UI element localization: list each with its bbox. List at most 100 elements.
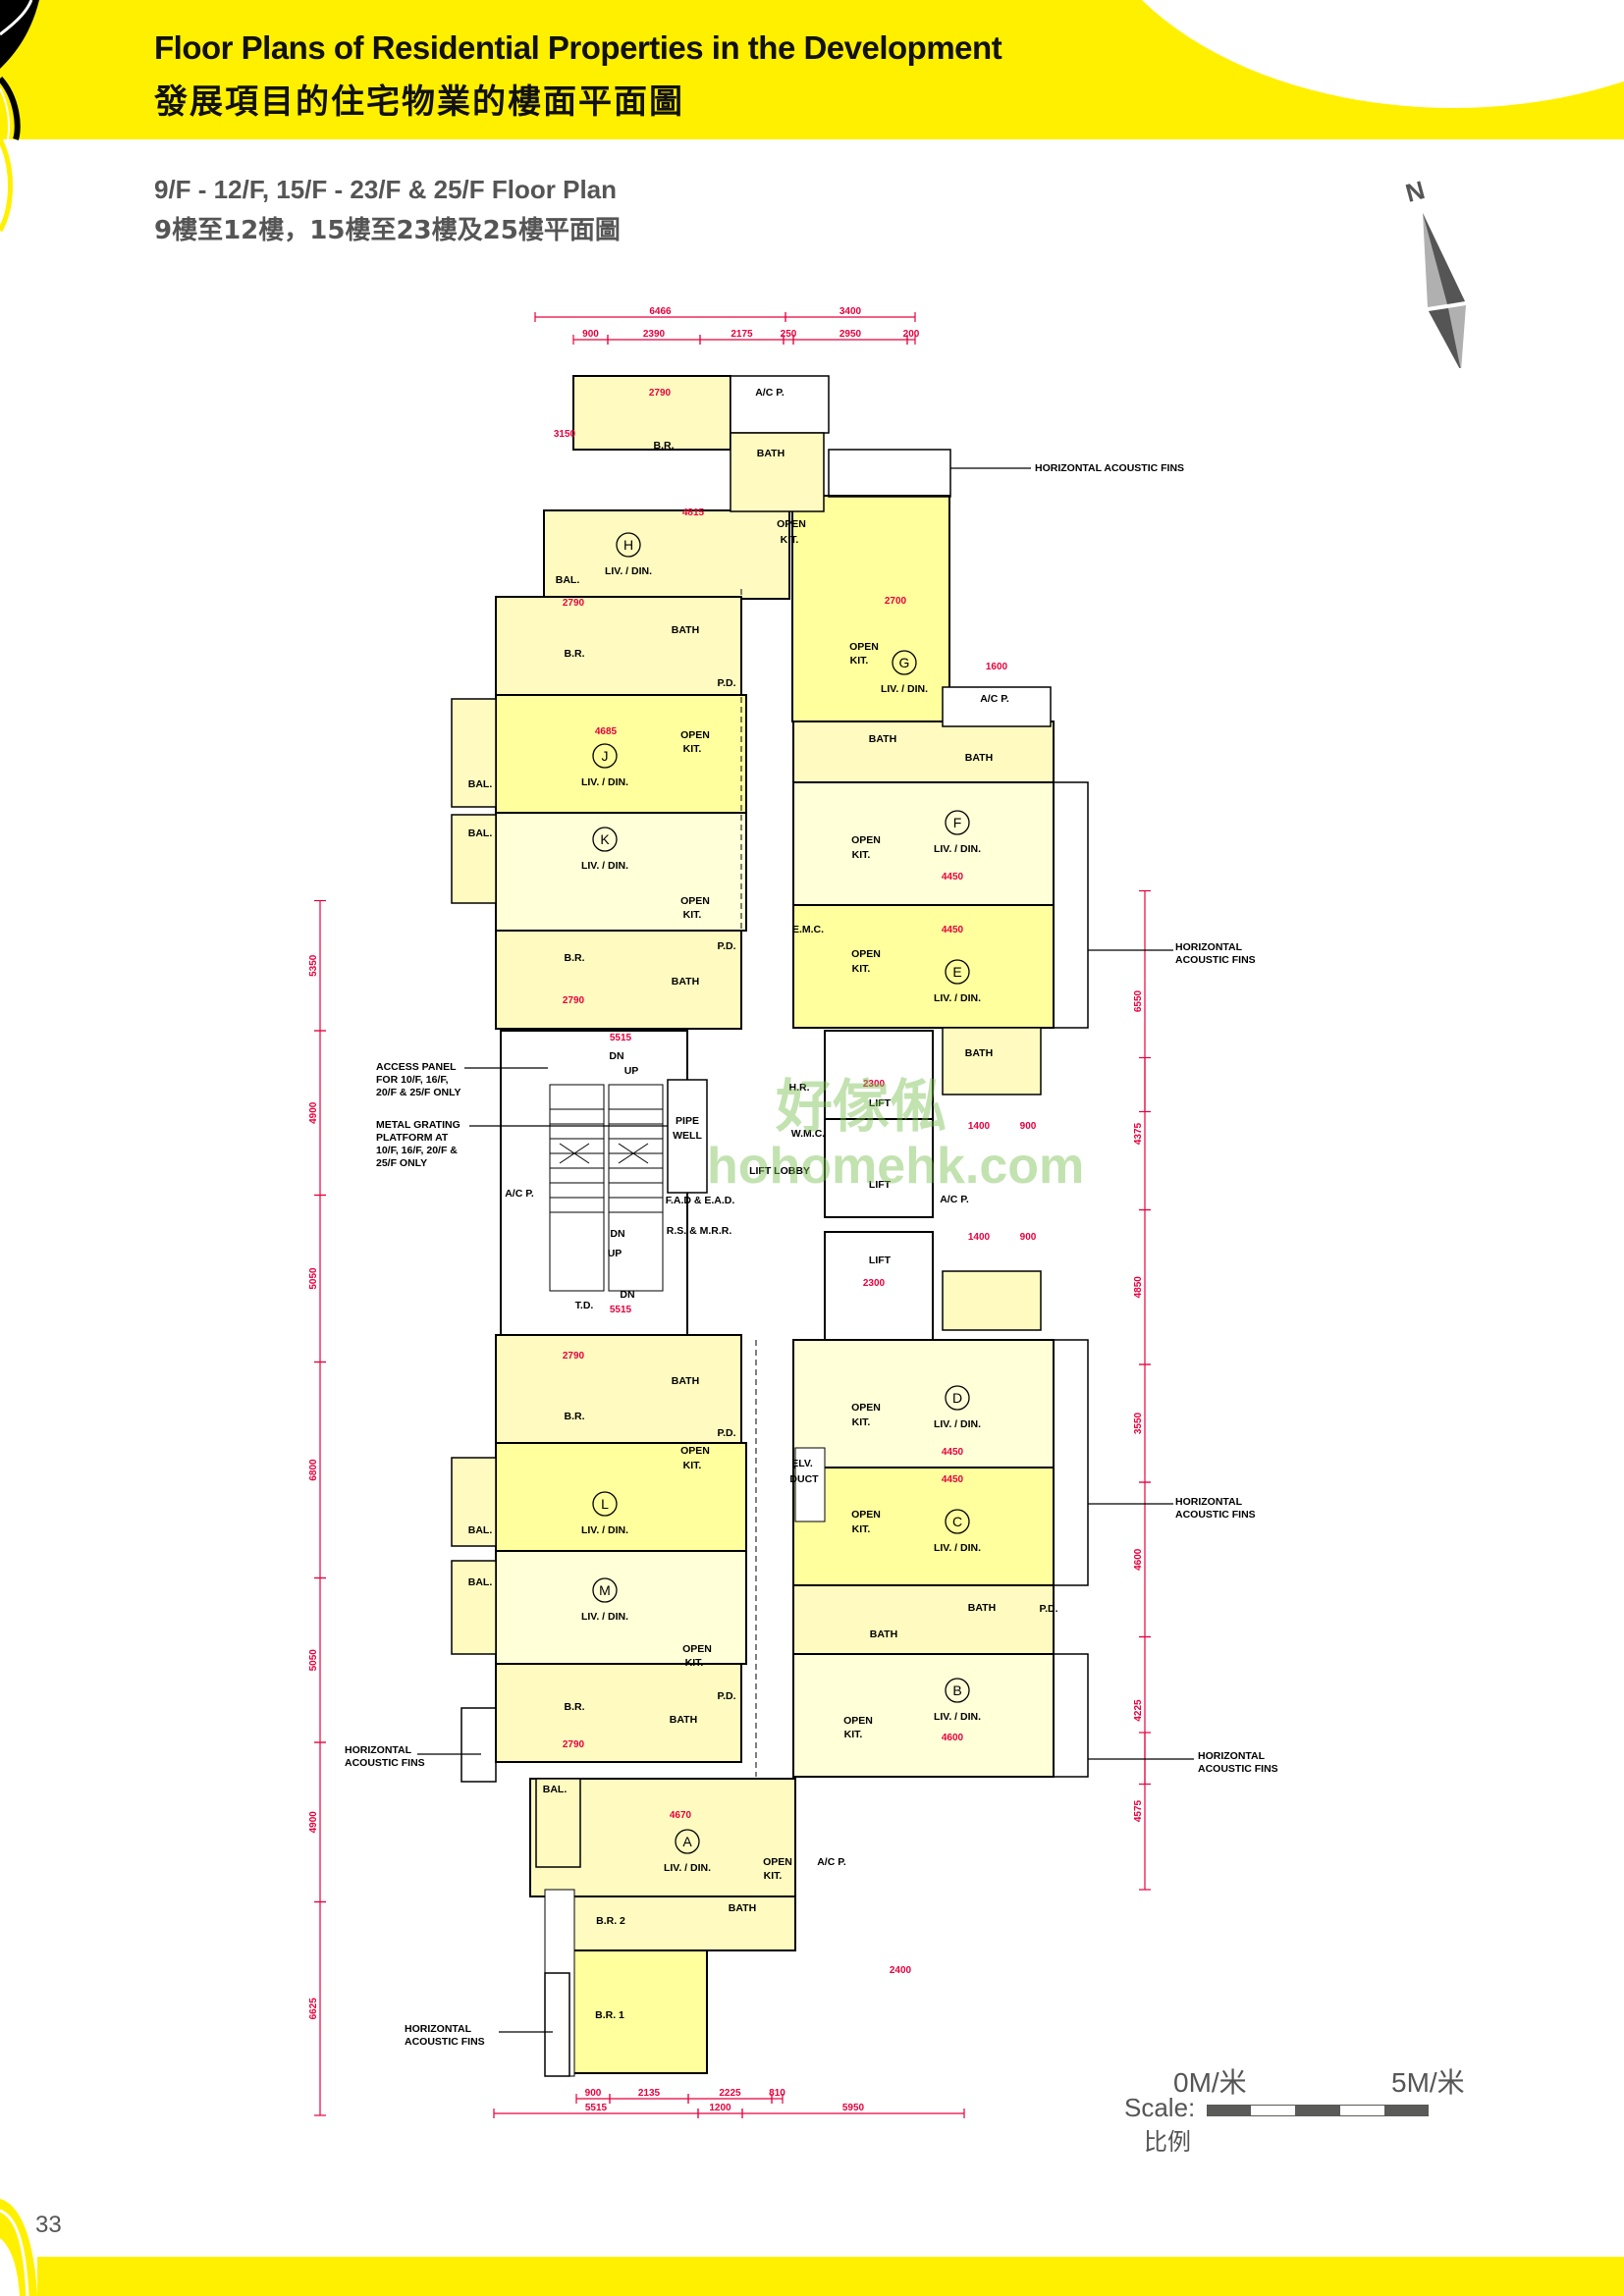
dimension-value: 4815 [682, 507, 705, 518]
dimension: 4900 [308, 1741, 326, 1903]
room-label: DN [609, 1050, 623, 1062]
page-title-chinese: 發展項目的住宅物業的樓面平面圖 [154, 82, 684, 122]
room-label: OPEN [763, 1856, 792, 1868]
callout: HORIZONTAL ACOUSTIC FINS [950, 462, 1184, 474]
svg-text:4225: 4225 [1133, 1699, 1144, 1722]
room-label: KIT. [852, 849, 871, 861]
dimension: 5050 [308, 1576, 326, 1743]
dimension: 6550 [1133, 889, 1151, 1113]
dimension: 900 [572, 329, 609, 345]
svg-text:LIV. / DIN.: LIV. / DIN. [605, 565, 652, 577]
room-label: BATH [672, 1375, 699, 1387]
svg-text:4900: 4900 [308, 1101, 319, 1124]
room-label: KIT. [852, 1416, 871, 1428]
dimension-value: 4450 [942, 872, 964, 882]
svg-text:5950: 5950 [842, 2103, 865, 2113]
dimension: 250 [781, 329, 797, 345]
page-number: 33 [35, 2212, 62, 2238]
room-label: LIFT [869, 1179, 892, 1191]
dimension-value: 2790 [563, 598, 585, 609]
dimension-value: 2790 [649, 388, 672, 399]
svg-text:LIV. / DIN.: LIV. / DIN. [934, 1418, 981, 1430]
svg-text:5350: 5350 [308, 954, 319, 977]
dimension: 2225 [687, 2088, 773, 2104]
svg-text:200: 200 [903, 329, 920, 340]
floor-plan-title-chinese: 9樓至12樓，15樓至23樓及25樓平面圖 [154, 216, 621, 245]
dimension: 2390 [607, 329, 701, 345]
room-label: UP [624, 1065, 639, 1077]
svg-text:6550: 6550 [1133, 989, 1144, 1012]
svg-text:2175: 2175 [731, 329, 753, 340]
dimension-value: 2700 [885, 596, 907, 607]
dimension-value: 5515 [610, 1033, 632, 1043]
svg-text:ACOUSTIC FINS: ACOUSTIC FINS [405, 2036, 485, 2048]
footer-band [37, 2257, 1624, 2296]
svg-text:25/F ONLY: 25/F ONLY [376, 1157, 427, 1169]
svg-text:L: L [601, 1496, 609, 1512]
dimension: 3400 [785, 306, 916, 322]
dimension-value: 4670 [670, 1810, 692, 1821]
room-label: OPEN [843, 1715, 873, 1727]
svg-text:3400: 3400 [839, 306, 862, 317]
scale-end-label: 5M/米 [1391, 2067, 1465, 2098]
room-label: E.M.C. [792, 924, 824, 935]
svg-text:LIV. / DIN.: LIV. / DIN. [581, 1611, 628, 1623]
room-label: B.R. 1 [595, 2009, 624, 2021]
room-label: OPEN [849, 641, 879, 653]
north-arrow-icon [1423, 213, 1466, 368]
svg-text:2390: 2390 [643, 329, 666, 340]
room-label: BAL. [468, 1524, 493, 1536]
room-label: P.D. [717, 940, 735, 952]
room-label: BAL. [468, 778, 493, 790]
svg-text:K: K [600, 831, 610, 847]
room-label: T.D. [575, 1300, 594, 1311]
dimension-value: 4685 [595, 726, 618, 737]
dimension: 4900 [308, 1030, 326, 1197]
dimension-value: 4450 [942, 1474, 964, 1485]
unit-marker-h: H LIV. / DIN. [605, 532, 652, 577]
room-label: KIT. [683, 909, 702, 921]
room-label: DN [610, 1228, 624, 1240]
floor-plan-title-english: 9/F - 12/F, 15/F - 23/F & 25/F Floor Pla… [154, 175, 618, 204]
svg-text:4600: 4600 [1133, 1548, 1144, 1571]
svg-text:H: H [623, 537, 633, 553]
dimension: 6466 [534, 306, 786, 322]
svg-text:G: G [899, 655, 910, 670]
room-label: P.D. [717, 677, 735, 689]
dimension: 4225 [1133, 1635, 1151, 1786]
svg-text:5050: 5050 [308, 1267, 319, 1290]
room-label: OPEN [851, 948, 881, 960]
svg-text:LIV. / DIN.: LIV. / DIN. [934, 1542, 981, 1554]
unit-marker-c: C LIV. / DIN. [934, 1509, 981, 1554]
svg-text:C: C [952, 1514, 962, 1529]
svg-text:ACOUSTIC FINS: ACOUSTIC FINS [345, 1757, 425, 1769]
dimension-value: 4450 [942, 925, 964, 935]
room-label: KIT. [683, 1460, 702, 1471]
room-label: DN [620, 1289, 634, 1301]
svg-text:5515: 5515 [585, 2103, 608, 2113]
room-label: LIFT [869, 1255, 892, 1266]
dimension: 4600 [1133, 1481, 1151, 1638]
dimension: 4575 [1133, 1732, 1151, 1891]
svg-text:5050: 5050 [308, 1649, 319, 1672]
svg-text:METAL GRATING: METAL GRATING [376, 1119, 460, 1131]
dimension: 2950 [792, 329, 908, 345]
room-label: KIT. [683, 743, 702, 755]
scale-label-chinese: 比例 [1144, 2128, 1191, 2156]
room-label: B.R. [565, 648, 585, 660]
scale-start-label: 0M/米 [1173, 2067, 1247, 2098]
svg-text:4900: 4900 [308, 1811, 319, 1834]
svg-text:LIV. / DIN.: LIV. / DIN. [664, 1862, 711, 1874]
dimension: 2135 [609, 2088, 689, 2104]
dimension: 4850 [1133, 1208, 1151, 1365]
